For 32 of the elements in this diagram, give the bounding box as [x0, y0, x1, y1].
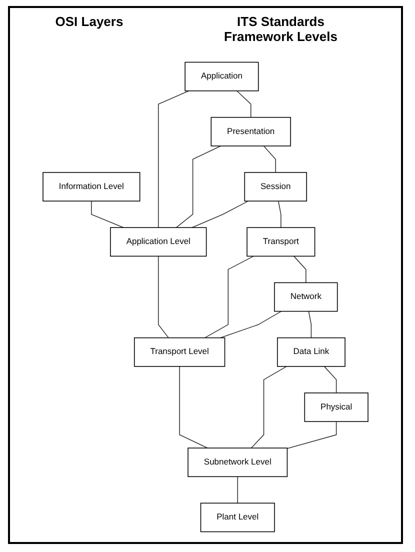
- node-box: [246, 227, 316, 257]
- connector: [158, 256, 169, 338]
- node-box: [200, 502, 275, 532]
- connector: [236, 90, 252, 118]
- connector: [237, 476, 238, 504]
- connector: [308, 310, 312, 338]
- node-box: [274, 282, 338, 312]
- node-box: [304, 392, 368, 422]
- node-box: [244, 172, 307, 202]
- connector: [286, 421, 337, 449]
- connector: [191, 200, 249, 228]
- node-box: [210, 116, 291, 146]
- node-box: [42, 172, 140, 202]
- column-heading: ITS Standards Framework Levels: [223, 14, 338, 44]
- connector: [176, 146, 222, 228]
- node-box: [184, 62, 259, 92]
- node-box: [188, 448, 288, 478]
- connector: [220, 310, 282, 338]
- connector: [158, 90, 190, 228]
- connector: [179, 366, 208, 448]
- connector: [250, 366, 287, 448]
- node-box: [134, 337, 226, 367]
- connector: [91, 200, 124, 228]
- node-box: [277, 337, 346, 367]
- connector: [278, 200, 282, 228]
- connector: [263, 146, 276, 173]
- column-heading: OSI Layers: [55, 14, 124, 31]
- node-box: [110, 227, 207, 257]
- connector: [324, 366, 337, 394]
- connector: [204, 256, 254, 338]
- diagram-frame: OSI Layers ITS Standards Framework Levels Application Presentation Session Transport Network Data Link Physical Information Level Application Level Transport Level Subnetwork Level Plant Level: [8, 6, 403, 544]
- connector: [294, 256, 306, 284]
